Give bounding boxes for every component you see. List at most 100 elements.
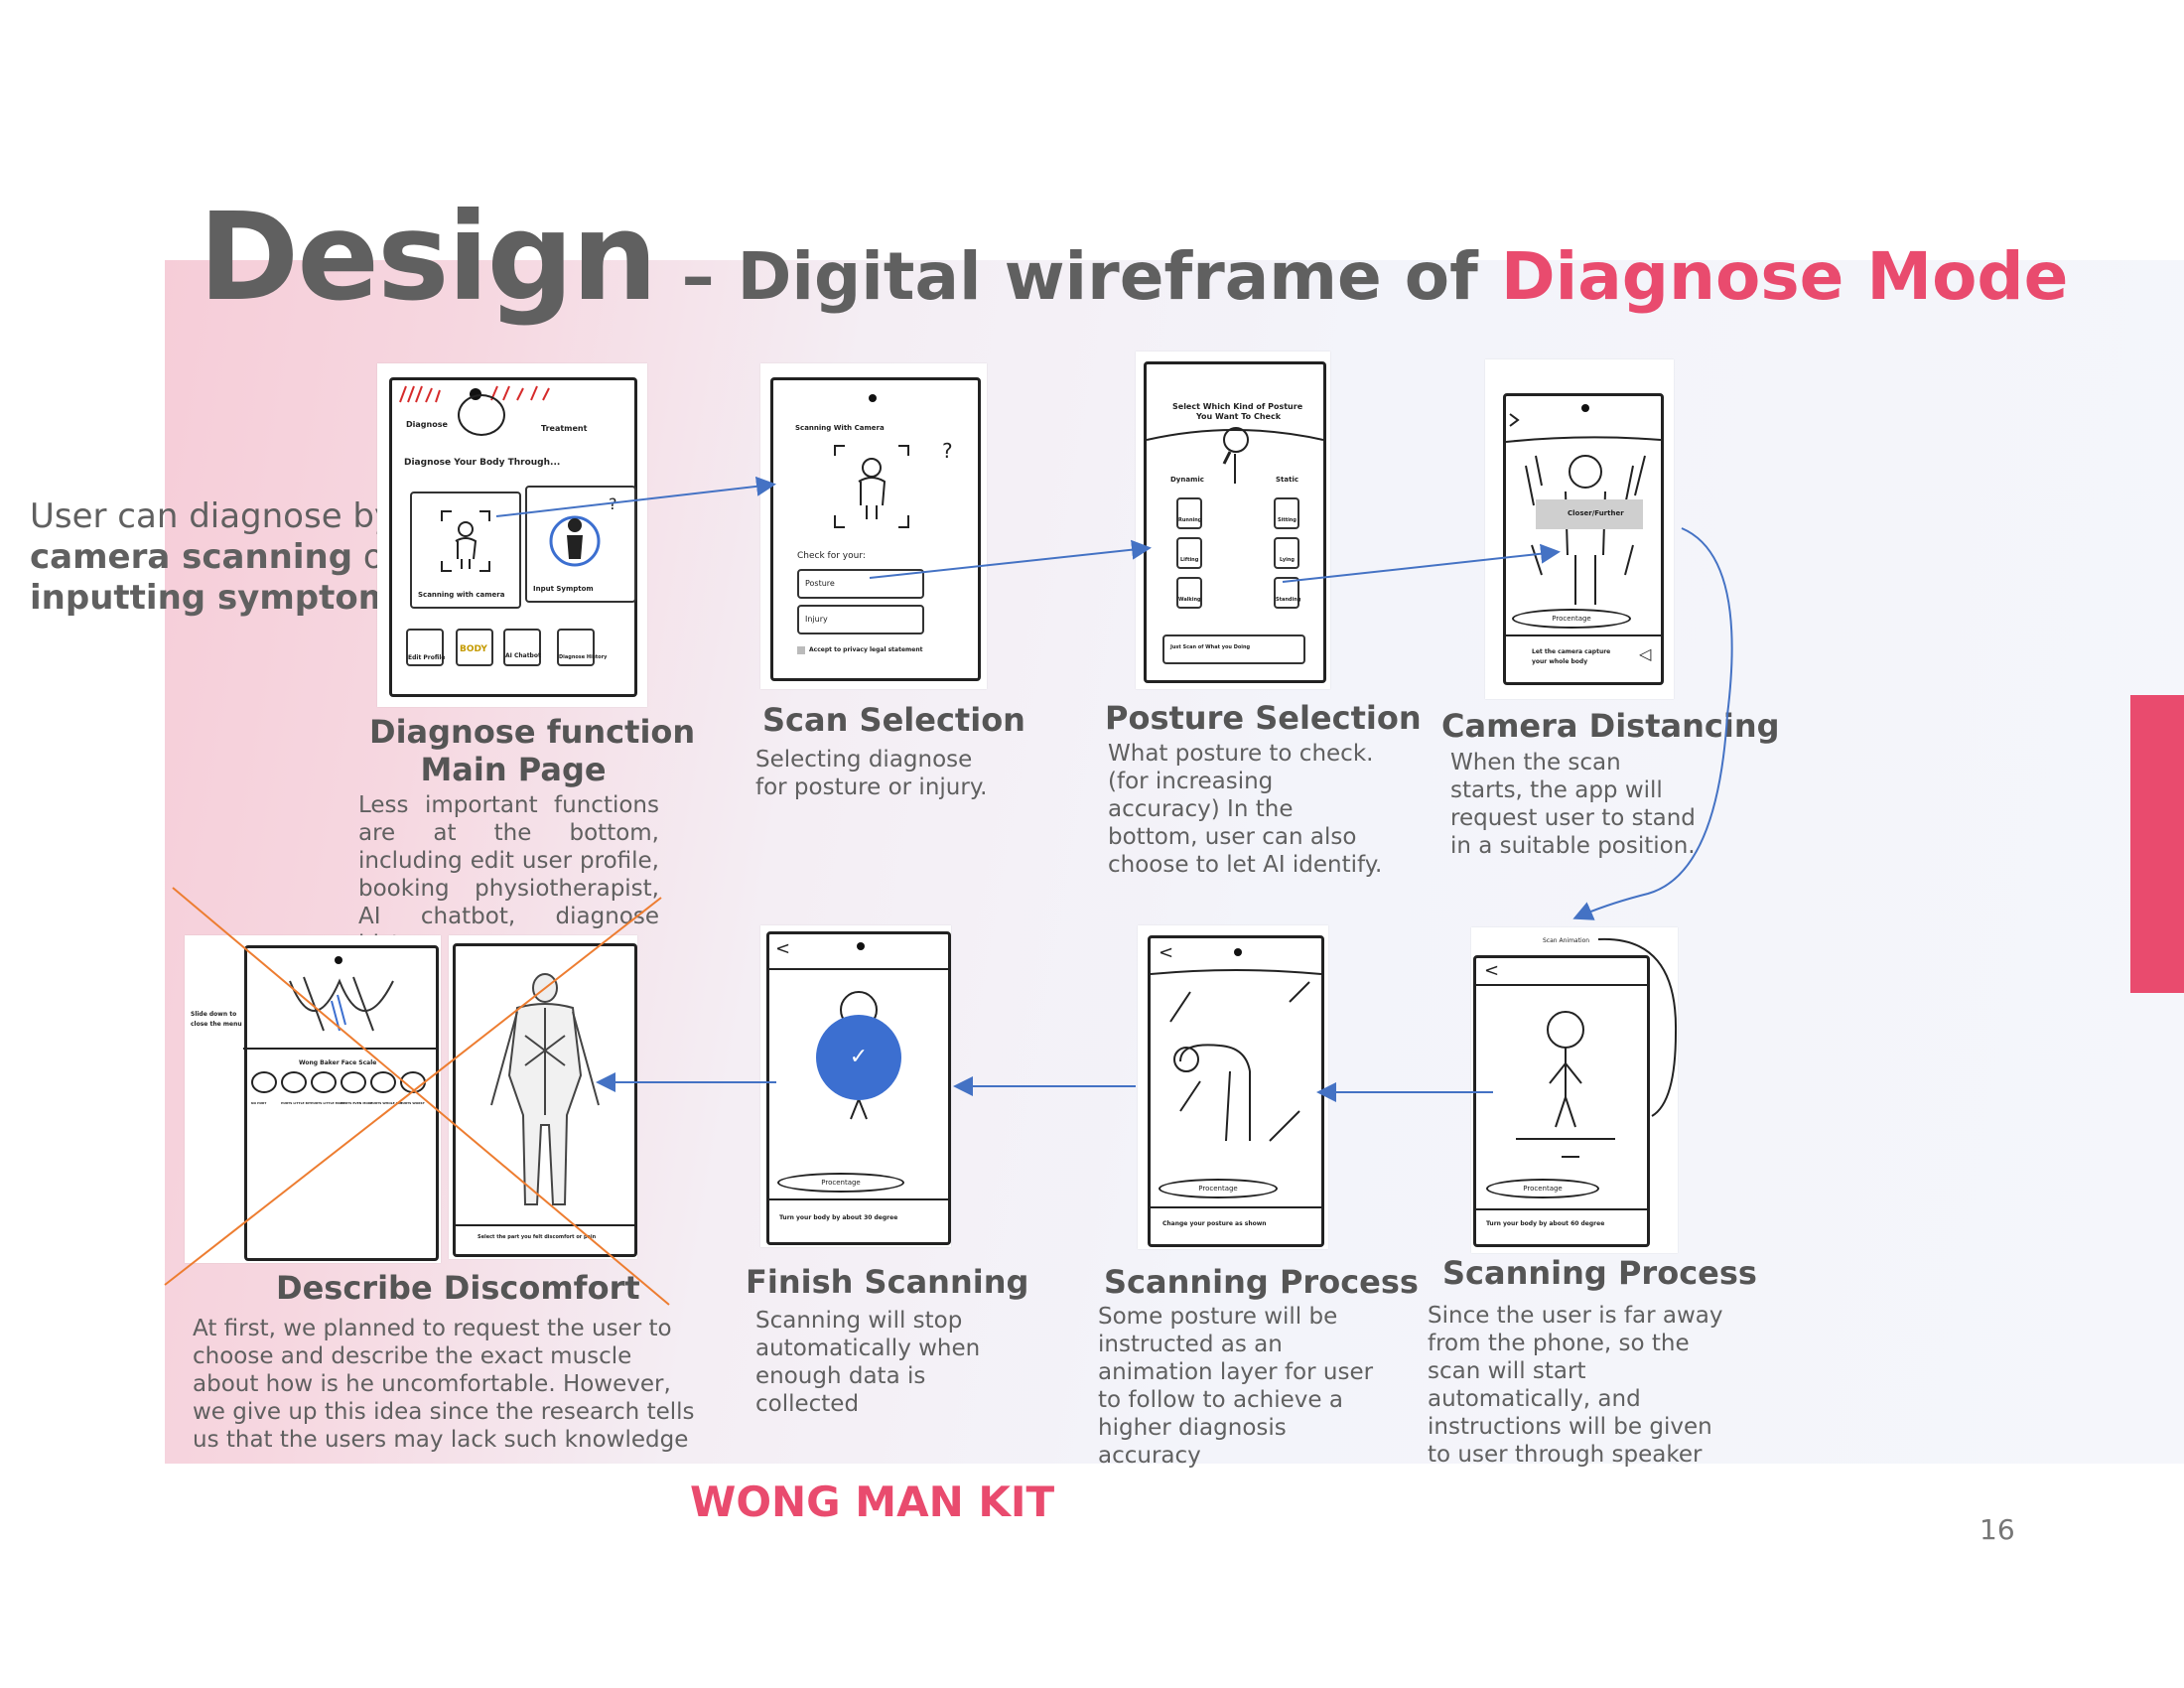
stick-figure	[1516, 1011, 1615, 1158]
just-scan-box[interactable]: Just Scan of What you Doing	[1162, 634, 1305, 664]
face-scale-row	[251, 1071, 430, 1095]
cross-line-2	[164, 897, 662, 1286]
title-accent: Diagnose Mode	[1500, 238, 2069, 315]
slide-title: Design – Digital wireframe of Diagnose Mo…	[199, 187, 2068, 328]
col-dynamic: Dynamic	[1170, 476, 1204, 484]
posture-heading-line2: You Want To Check	[1196, 412, 1282, 421]
magnifier-icon	[1147, 427, 1323, 484]
option-posture[interactable]: Posture	[797, 569, 924, 599]
scale-label-5: HURTS WHOLE LOT	[370, 1101, 403, 1105]
scan-header: Scanning With Camera	[795, 424, 885, 432]
wireframe-camera-distancing: Closer/Further Procentage Let the camera…	[1485, 359, 1674, 699]
scale-label-2: HURTS LITTLE BIT	[281, 1101, 312, 1105]
btn-diagnose-history[interactable]: Diagnose History	[557, 629, 607, 666]
slide-hint-line1: Slide down to	[191, 1011, 237, 1018]
card-input-symptom[interactable]: ? Input Symptom	[525, 486, 636, 603]
arrow-distance-to-process	[1572, 527, 1733, 920]
camera-dot	[869, 394, 877, 402]
closer-further-banner: Closer/Further	[1536, 499, 1643, 529]
author-name: WONG MAN KIT	[690, 1477, 1055, 1526]
item-lifting[interactable]: Lifting	[1176, 537, 1202, 569]
scan-person-icon	[441, 510, 490, 572]
intro-line1: User can diagnose by	[30, 496, 395, 536]
title-main: Design	[199, 187, 658, 328]
phone-frame: Select Which Kind of Posture You Want To…	[1144, 361, 1326, 683]
main-page-title-line2: Main Page	[420, 751, 607, 788]
svg-text:?: ?	[942, 439, 953, 463]
tab-diagnose[interactable]: Diagnose	[406, 420, 448, 429]
item-sitting[interactable]: Sitting	[1274, 497, 1299, 529]
title-sub: – Digital wireframe of	[681, 238, 1501, 315]
phone-frame: Closer/Further Procentage Let the camera…	[1503, 393, 1664, 685]
posture-selection-title: Posture Selection	[1105, 699, 1422, 737]
btn-edit-profile-label: Edit Profile	[408, 654, 446, 661]
main-page-title-line1: Diagnose function	[369, 713, 696, 751]
instruction-text: Turn your body by about 60 degree	[1486, 1220, 1605, 1227]
btn-ai-chatbot[interactable]: AI Chatbot	[503, 629, 541, 666]
camera-dot	[1234, 948, 1242, 956]
option-injury[interactable]: Injury	[797, 605, 924, 634]
item-running[interactable]: Running	[1176, 497, 1202, 529]
face-icon	[251, 1071, 277, 1093]
just-scan-label: Just Scan of What you Doing	[1170, 644, 1251, 650]
scanning-process-2-description: Some posture will be instructed as an an…	[1098, 1304, 1374, 1469]
btn-ai-label: AI Chatbot	[505, 652, 541, 659]
accept-label: Accept to privacy legal statement	[809, 646, 923, 653]
finish-scanning-description: Scanning will stop automatically when en…	[755, 1308, 981, 1417]
wireframe-face-scale: Wong Baker Face Scale NO HURT HURTS LITT…	[185, 935, 441, 1263]
body-muscle-map	[490, 973, 600, 1205]
scan-animation-loop	[1597, 937, 1678, 1117]
item-running-label: Running	[1178, 517, 1202, 523]
back-icon[interactable]: <	[1159, 942, 1174, 963]
scale-label-3: HURTS LITTLE MORE	[311, 1101, 345, 1105]
face-icon	[370, 1071, 396, 1093]
scan-selection-title: Scan Selection	[762, 701, 1025, 739]
face-icon	[311, 1071, 337, 1093]
bottom-divider	[1151, 1206, 1321, 1208]
back-icon[interactable]: <	[1484, 960, 1500, 981]
item-lying-label: Lying	[1280, 557, 1295, 563]
option-posture-label: Posture	[805, 579, 835, 588]
cross-line-1	[172, 887, 670, 1306]
banner-label: Closer/Further	[1568, 509, 1624, 517]
bending-figure-sketch	[1151, 969, 1321, 1142]
top-divider	[1476, 984, 1647, 986]
scanning-process-2-title: Scanning Process	[1104, 1263, 1419, 1301]
bottom-divider	[456, 1224, 634, 1226]
bottom-divider	[1506, 634, 1661, 636]
phone-frame: Scanning With Camera ? Check for your: P…	[770, 377, 981, 681]
slide-hint-line2: close the menu	[191, 1021, 242, 1028]
wireframe-scanning-process-2: < Procentage Change your posture as show…	[1138, 925, 1328, 1249]
item-walking[interactable]: Walking	[1176, 577, 1202, 609]
btn-edit-profile[interactable]: Edit Profile	[406, 629, 446, 666]
scan-person-icon: ?	[834, 439, 953, 528]
item-standing-label: Standing	[1276, 597, 1301, 603]
intro-bold1: camera scanning	[30, 537, 353, 577]
progress-pill: Procentage	[1486, 1179, 1599, 1198]
back-icon[interactable]: <	[775, 938, 791, 959]
bottom-line1: Let the camera capture	[1532, 648, 1611, 655]
camera-dot	[857, 942, 865, 950]
check-icon: ✓	[816, 1015, 901, 1100]
wireframe-main-page: Diagnose Treatment Diagnose Your Body Th…	[377, 363, 647, 707]
scale-label-6: HURTS WORST	[400, 1101, 425, 1105]
face-icon	[281, 1071, 307, 1093]
item-sitting-label: Sitting	[1278, 517, 1297, 523]
phone-frame: < Procentage Change your posture as show…	[1148, 935, 1324, 1247]
camera-dot	[1581, 404, 1589, 412]
item-standing[interactable]: Standing	[1274, 577, 1301, 609]
accept-checkbox[interactable]	[797, 646, 805, 654]
arrow-scan-to-posture	[869, 539, 1152, 579]
item-lying[interactable]: Lying	[1274, 537, 1299, 569]
scanning-process-1-description: Since the user is far away from the phon…	[1428, 1303, 1723, 1468]
scan-selection-description: Selecting diagnose for posture or injury…	[755, 747, 988, 800]
camera-dot	[335, 956, 342, 964]
btn-body[interactable]: BODY	[456, 629, 493, 666]
bottom-divider	[1476, 1208, 1647, 1210]
card-scanning[interactable]: Scanning with camera	[410, 492, 521, 609]
face-scale-title: Wong Baker Face Scale	[299, 1059, 377, 1066]
item-lifting-label: Lifting	[1180, 557, 1199, 563]
main-page-title: Diagnose function Main Page	[369, 713, 696, 788]
tab-treatment[interactable]: Treatment	[541, 424, 588, 433]
